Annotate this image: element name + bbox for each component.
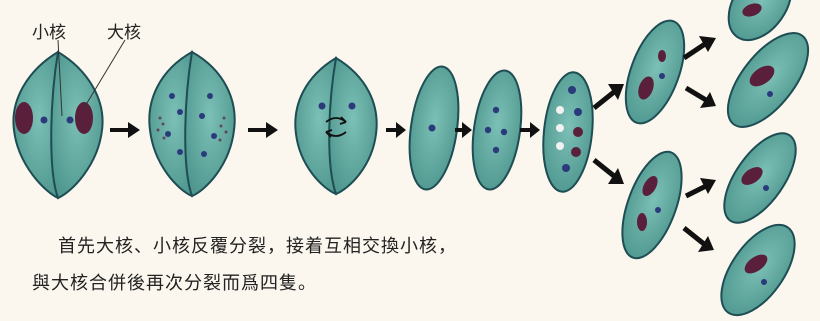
macronucleus: [573, 127, 583, 137]
stage-7-lower-cell: [610, 144, 693, 266]
micronucleus: [493, 107, 499, 113]
caption-line-1: 首先大核、小核反覆分裂，接着互相交換小核，: [58, 232, 457, 258]
macronucleus: [658, 50, 666, 62]
macronucleus-fragment: [157, 129, 160, 132]
micronucleus: [767, 91, 773, 97]
caption-line-2: 與大核合併後再次分裂而爲四隻。: [32, 269, 317, 295]
arrow-to-final-4: [684, 228, 714, 252]
arrow-to-final-2: [686, 88, 716, 108]
arrow-5: [520, 122, 540, 138]
cell: [538, 70, 598, 194]
micronucleus: [177, 109, 183, 115]
micronucleus: [319, 103, 326, 110]
branch-arrow-down: [594, 160, 624, 184]
cell-right: [185, 52, 234, 196]
micronucleus-right: [67, 117, 74, 124]
stage-1-conjugating-pair: [13, 52, 102, 198]
micronucleus: [429, 125, 436, 132]
macronucleus-fragment: [162, 123, 165, 126]
cell: [614, 13, 696, 131]
branch-arrow-up: [594, 84, 624, 108]
macronucleus: [637, 213, 647, 231]
micronucleus: [211, 133, 217, 139]
micronucleus-left: [41, 117, 48, 124]
micronucleus: [763, 185, 769, 191]
cell: [610, 144, 693, 266]
macronucleus-left: [15, 102, 33, 134]
arrow-1: [110, 122, 140, 138]
nucleus-white: [556, 124, 564, 132]
micronucleus: [169, 93, 175, 99]
micronucleus: [659, 73, 665, 79]
macronucleus-fragment: [219, 139, 222, 142]
macronucleus-fragment: [223, 117, 226, 120]
macronucleus-fragment: [220, 125, 223, 128]
stage-2-nuclei-divided: [149, 52, 234, 196]
micronucleus: [568, 86, 576, 94]
nucleus-white: [556, 106, 564, 114]
micronucleus: [574, 108, 582, 116]
stage-5-division: [466, 67, 528, 192]
micronucleus: [485, 127, 491, 133]
micronucleus: [165, 131, 171, 137]
nucleus-white: [556, 142, 564, 150]
stage-3-exchange: [295, 58, 376, 194]
micronucleus: [199, 113, 205, 119]
cell: [466, 67, 528, 192]
arrow-2: [248, 122, 278, 138]
micronucleus: [349, 103, 356, 110]
macronucleus-fragment: [163, 137, 166, 140]
micronucleus: [177, 149, 183, 155]
micronucleus: [761, 279, 767, 285]
macronucleus-fragment: [225, 131, 228, 134]
micronucleus: [201, 151, 207, 157]
pointer-macronucleus: [84, 40, 125, 108]
micronucleus: [562, 164, 570, 172]
final-cell-2: [713, 20, 820, 140]
stage-6-nuclei: [538, 70, 598, 194]
micronucleus: [501, 129, 507, 135]
micronucleus: [493, 147, 499, 153]
arrow-3: [386, 122, 406, 138]
macronucleus: [571, 147, 581, 157]
arrow-to-final-3: [686, 178, 716, 196]
final-cell-4: [707, 212, 809, 321]
cell-right: [329, 58, 376, 194]
stage-4-exconjugant: [403, 63, 466, 192]
micronucleus: [655, 207, 661, 213]
arrow-to-final-1: [684, 36, 716, 58]
micronucleus: [207, 93, 213, 99]
stage-7-upper-cell: [614, 13, 696, 131]
final-cell-3: [711, 122, 810, 235]
macronucleus-fragment: [159, 117, 162, 120]
macronucleus-right: [75, 102, 93, 134]
label-micronucleus: 小核: [32, 18, 66, 43]
label-macronucleus: 大核: [107, 18, 141, 43]
